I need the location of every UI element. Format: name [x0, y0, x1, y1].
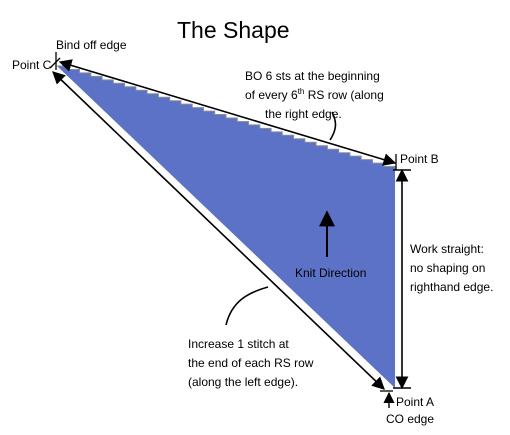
bo-note-leader — [329, 111, 337, 141]
diagram-title: The Shape — [177, 17, 290, 43]
point-c-tick-h — [49, 57, 61, 69]
bo-note: BO 6 sts at the beginning of every 6th R… — [245, 67, 384, 124]
increase-note-leader — [225, 286, 269, 326]
increase-note-line-1: Increase 1 stitch at — [188, 337, 289, 351]
increase-note-line-3: (along the left edge). — [188, 375, 299, 389]
bo-note-line-2: of every 6th RS row (along — [245, 87, 384, 103]
point-c-label: Point C — [12, 58, 52, 72]
increase-note: Increase 1 stitch at the end of each RS … — [188, 335, 313, 392]
co-edge-label: CO edge — [386, 412, 435, 426]
straight-note-line-2: no shaping on — [410, 261, 486, 275]
point-b-label: Point B — [400, 152, 439, 166]
increase-note-line-2: the end of each RS row — [188, 356, 314, 370]
left-edge-arrow — [52, 71, 385, 390]
bind-off-edge-label: Bind off edge — [56, 38, 127, 52]
bo-note-line-3: the right edge. — [265, 107, 342, 121]
bo-note-line-1: BO 6 sts at the beginning — [245, 69, 380, 83]
point-a-label: Point A — [396, 395, 435, 409]
straight-note-line-3: righthand edge. — [410, 280, 494, 294]
knit-direction-label: Knit Direction — [295, 266, 367, 280]
straight-note: Work straight: no shaping on righthand e… — [410, 240, 493, 297]
straight-note-line-1: Work straight: — [410, 242, 484, 256]
